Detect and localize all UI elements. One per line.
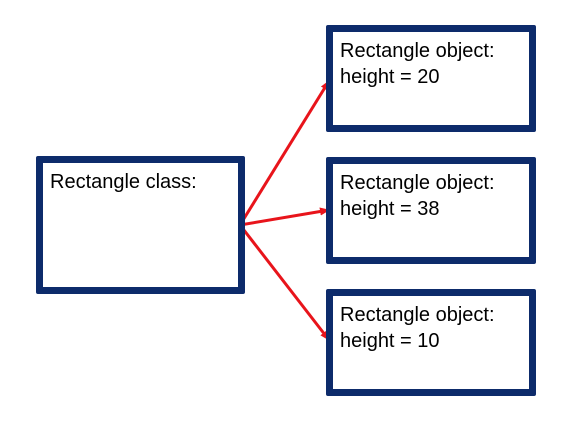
object-property: height = 38 [340,198,440,220]
rectangle-object-box-3: Rectangle object: height = 10 [326,289,536,396]
object-title: Rectangle object: [340,304,495,326]
rectangle-object-box-1: Rectangle object: height = 20 [326,25,536,132]
arrow-to-object-3 [238,224,331,341]
class-box-label: Rectangle class: [50,171,197,193]
object-property: height = 20 [340,66,440,88]
rectangle-object-box-2: Rectangle object: height = 38 [326,157,536,264]
arrow-to-object-1 [238,80,331,226]
object-title: Rectangle object: [340,40,495,62]
rectangle-class-box: Rectangle class: [36,156,245,294]
arrow-to-object-2 [239,207,330,227]
object-property: height = 10 [340,330,440,352]
object-title: Rectangle object: [340,172,495,194]
